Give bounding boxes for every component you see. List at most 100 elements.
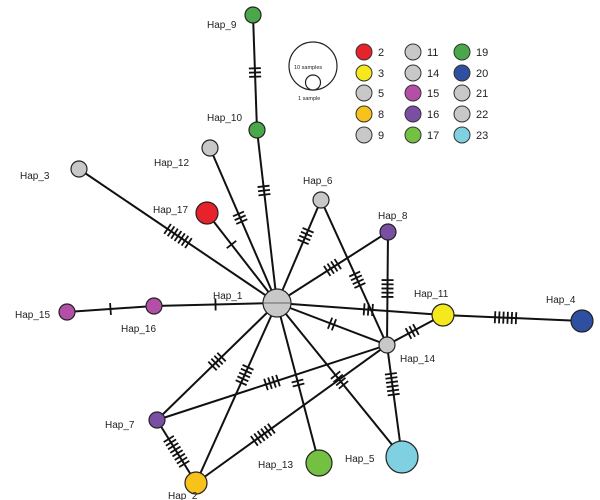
network-edges bbox=[66, 14, 583, 484]
mutation-tick bbox=[172, 449, 184, 458]
mutation-tick bbox=[371, 303, 374, 316]
mutation-tick bbox=[302, 227, 314, 234]
edge-line bbox=[209, 147, 278, 304]
node-hap-9 bbox=[244, 6, 262, 24]
legend-item: 19 bbox=[453, 43, 488, 61]
mutation-tick bbox=[237, 375, 249, 383]
mutation-tick bbox=[330, 318, 337, 331]
node-hap-6 bbox=[312, 191, 330, 209]
mutation-tick bbox=[267, 377, 273, 390]
mutation-tick bbox=[235, 379, 247, 386]
mutation-tick bbox=[165, 438, 177, 447]
mutation-tick bbox=[502, 311, 505, 324]
mutation-tick bbox=[213, 355, 224, 365]
mutation-tick bbox=[292, 382, 305, 388]
mutation-tick bbox=[323, 265, 332, 277]
mutation-tick bbox=[298, 234, 311, 242]
legend-swatch bbox=[355, 43, 373, 61]
mutation-tick bbox=[253, 432, 262, 444]
mutation-tick bbox=[384, 372, 397, 376]
edge-Hap_1-Hap_2 bbox=[195, 302, 278, 484]
edge-Hap_10-Hap_1 bbox=[256, 129, 278, 304]
edge-Hap_6-Hap_14 bbox=[320, 199, 388, 346]
edge-Hap_14-Hap_7 bbox=[156, 344, 388, 421]
mutation-tick bbox=[178, 460, 190, 468]
mutation-tick bbox=[510, 311, 514, 325]
node-label: Hap_11 bbox=[414, 289, 449, 300]
mutation-tick bbox=[350, 274, 363, 282]
legend-swatch bbox=[355, 84, 373, 102]
mutation-tick bbox=[167, 442, 179, 451]
legend-label: 16 bbox=[427, 109, 439, 121]
legend-label: 17 bbox=[427, 130, 439, 142]
edge-line bbox=[156, 302, 278, 421]
node-hap-13 bbox=[305, 449, 333, 477]
mutation-tick bbox=[257, 184, 270, 188]
edge-line bbox=[256, 129, 278, 304]
legend-swatch bbox=[404, 43, 422, 61]
mutation-tick bbox=[242, 364, 254, 371]
legend-item: 16 bbox=[404, 105, 439, 123]
legend-swatch bbox=[355, 126, 373, 144]
legend-swatch bbox=[404, 105, 422, 123]
mutation-tick bbox=[263, 425, 273, 437]
node-label: Hap_9 bbox=[207, 20, 237, 31]
node-label: Hap_7 bbox=[105, 420, 135, 431]
edge-Hap_3-Hap_1 bbox=[78, 168, 278, 304]
network-labels: Hap_1Hap_2Hap_3Hap_4Hap_5Hap_6Hap_7Hap_8… bbox=[15, 20, 576, 500]
mutation-tick bbox=[493, 311, 497, 324]
network-nodes bbox=[58, 6, 594, 495]
legend-swatch bbox=[404, 64, 422, 82]
legend-swatch bbox=[404, 84, 422, 102]
legend-label: 9 bbox=[378, 130, 384, 142]
legend-label: 2 bbox=[378, 47, 384, 59]
legend-label: 23 bbox=[476, 130, 488, 142]
mutation-tick bbox=[366, 303, 370, 316]
size-scale-small-label: 1 sample bbox=[298, 96, 320, 102]
node-hap-15 bbox=[58, 303, 76, 321]
mutation-tick bbox=[385, 376, 398, 380]
legend-item: 22 bbox=[453, 105, 488, 123]
edge-Hap_14-Hap_5 bbox=[384, 344, 403, 458]
legend-item: 3 bbox=[355, 64, 384, 82]
legend-item: 11 bbox=[404, 43, 438, 61]
legend-item: 15 bbox=[404, 84, 439, 102]
node-hap-12 bbox=[201, 139, 219, 157]
edge-line bbox=[156, 344, 388, 421]
mutation-tick bbox=[260, 428, 269, 439]
legend-item: 5 bbox=[355, 84, 384, 102]
edge-line bbox=[276, 302, 388, 346]
node-label: Hap_13 bbox=[258, 460, 293, 471]
mutation-tick bbox=[335, 377, 347, 387]
legend-item: 2 bbox=[355, 43, 384, 61]
mutation-tick bbox=[362, 303, 366, 316]
mutation-tick bbox=[297, 238, 309, 246]
mutation-tick bbox=[275, 374, 281, 387]
node-label: Hap_3 bbox=[20, 171, 50, 182]
edge-Hap_15-Hap_16 bbox=[66, 302, 155, 316]
mutation-tick bbox=[271, 375, 277, 388]
mutation-tick bbox=[326, 263, 335, 275]
legend-label: 22 bbox=[476, 109, 488, 121]
edge-line bbox=[195, 302, 278, 484]
mutation-tick bbox=[267, 423, 276, 434]
legend-item: 20 bbox=[453, 64, 488, 82]
edge-Hap_14-Hap_2 bbox=[195, 344, 388, 484]
mutation-tick bbox=[256, 430, 266, 442]
node-hap-14 bbox=[378, 336, 396, 354]
edge-Hap_8-Hap_14 bbox=[381, 231, 394, 346]
mutation-tick bbox=[412, 323, 420, 336]
node-label: Hap_15 bbox=[15, 310, 50, 321]
edge-line bbox=[276, 302, 444, 316]
mutation-tick bbox=[387, 392, 400, 397]
legend-label: 11 bbox=[427, 47, 438, 59]
edge-line bbox=[276, 231, 389, 304]
mutation-tick bbox=[514, 312, 518, 325]
node-label: Hap_12 bbox=[154, 158, 189, 169]
mutation-tick bbox=[173, 230, 183, 242]
node-label: Hap_16 bbox=[121, 324, 156, 335]
mutation-tick bbox=[109, 302, 112, 316]
legend-label: 14 bbox=[427, 68, 439, 80]
mutation-tick bbox=[258, 193, 271, 197]
